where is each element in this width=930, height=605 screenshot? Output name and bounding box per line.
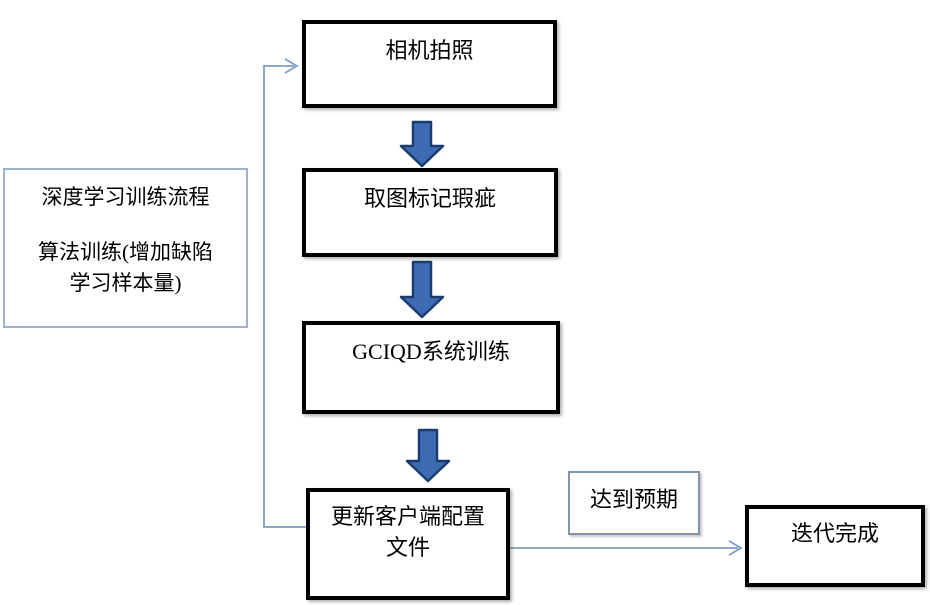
node-mark-defects: 取图标记瑕疵 xyxy=(302,168,558,257)
node-mark-defects-label: 取图标记瑕疵 xyxy=(363,186,496,211)
block-arrow-1-down-icon xyxy=(399,120,445,168)
side-note-line2: 算法训练(增加缺陷 xyxy=(38,240,213,264)
block-arrow-2-down-icon xyxy=(399,260,445,319)
node-update-config: 更新客户端配置 文件 xyxy=(306,488,510,600)
side-note-line3: 学习样本量) xyxy=(69,271,182,295)
node-system-training-label: GCIQD系统训练 xyxy=(352,339,510,364)
expectation-label-box: 达到预期 xyxy=(568,471,700,535)
expectation-label: 达到预期 xyxy=(589,487,678,512)
node-camera: 相机拍照 xyxy=(302,20,557,108)
side-note-line1: 深度学习训练流程 xyxy=(41,185,210,209)
node-iteration-done: 迭代完成 xyxy=(745,505,925,587)
node-update-config-label-line1: 更新客户端配置 xyxy=(330,504,485,529)
node-update-config-label-line2: 文件 xyxy=(385,534,430,560)
block-arrow-3-down-icon xyxy=(405,428,451,483)
node-system-training: GCIQD系统训练 xyxy=(302,321,560,414)
feedback-loop-connector xyxy=(263,58,306,528)
side-note-spacer xyxy=(5,213,246,237)
node-iteration-done-label: 迭代完成 xyxy=(790,521,879,546)
done-connector xyxy=(510,540,743,556)
side-note-box: 深度学习训练流程 算法训练(增加缺陷 学习样本量) xyxy=(3,168,248,328)
node-camera-label: 相机拍照 xyxy=(385,38,474,63)
